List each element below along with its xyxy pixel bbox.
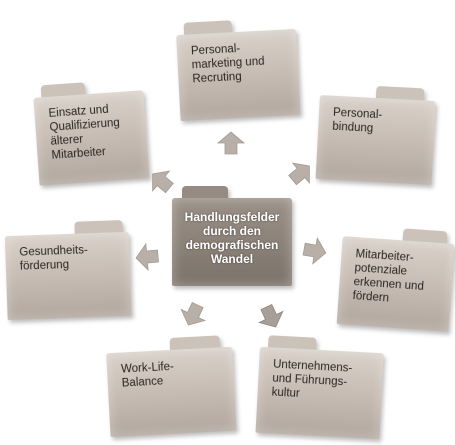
- folder-label-personalmarketing: Personal- marketing und Recruting: [190, 42, 265, 86]
- folder-label-personalbindung: Personal- bindung: [332, 106, 383, 135]
- folder-personalmarketing: Personal- marketing und Recruting: [176, 17, 301, 122]
- folder-personalbindung: Personal- bindung: [315, 83, 437, 185]
- arrow-downleft-icon: [177, 300, 210, 331]
- folder-worklife: Work-Life- Balance: [106, 335, 237, 438]
- arrow-up-icon: [216, 131, 246, 155]
- arrow-upleft-icon: [144, 164, 178, 198]
- arrow-left-icon: [135, 242, 159, 272]
- folder-label-mitarbeiterpotenziale: Mitarbeiter- potenziale erkennen und för…: [352, 248, 425, 305]
- folder-label-gesundheit: Gesundheits- förderung: [19, 244, 88, 273]
- arrow-right-icon: [302, 236, 328, 265]
- folder-aeltere: Einsatz und Qualifizierung älterer Mitar…: [33, 78, 150, 186]
- arrow-downright-icon: [255, 302, 288, 333]
- folder-gesundheit: Gesundheits- förderung: [4, 220, 132, 321]
- folder-mitarbeiterpotenziale: Mitarbeiter- potenziale erkennen und för…: [336, 224, 455, 332]
- center-label: Handlungsfelder durch den demografischen…: [184, 210, 280, 266]
- folder-center: Handlungsfelder durch den demografischen…: [172, 186, 292, 286]
- folder-label-aeltere: Einsatz und Qualifizierung älterer Mitar…: [48, 103, 121, 162]
- arrow-upright-icon: [284, 156, 318, 190]
- folder-label-unternehmenskultur: Unternehmens- und Führungs- kultur: [271, 358, 353, 400]
- folder-label-worklife: Work-Life- Balance: [120, 360, 175, 390]
- folder-unternehmenskultur: Unternehmens- und Führungs- kultur: [255, 335, 385, 440]
